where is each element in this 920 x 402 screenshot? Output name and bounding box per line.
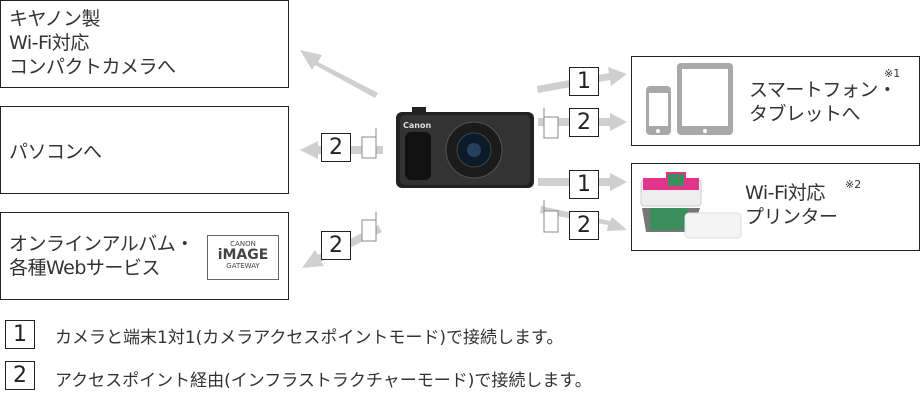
label-line: Wi-Fi対応 xyxy=(745,182,825,204)
pc-label: パソコンへ xyxy=(9,141,102,163)
label-line: オンラインアルバム・ xyxy=(9,233,194,255)
target-box-pc: パソコンへ xyxy=(0,106,289,194)
legend-badge: 2 xyxy=(5,361,35,390)
arrow-to-compact-camera xyxy=(300,50,378,98)
mode-badge: 2 xyxy=(569,108,599,137)
legend-badge: 1 xyxy=(5,320,35,349)
mode-badge: 1 xyxy=(569,67,599,96)
smartphone-tablet-icon xyxy=(646,63,733,135)
target-box-smartphone: スマートフォン・ タブレットへ ※1 xyxy=(631,56,920,146)
label-line: キヤノン製 xyxy=(9,8,100,30)
mode-badge: 2 xyxy=(321,231,351,260)
mode-badge: 1 xyxy=(569,170,599,199)
canon-camera-image: Canon xyxy=(396,107,534,188)
legend-text: カメラと端末1対1(カメラアクセスポイントモード)で接続します。 xyxy=(55,328,564,348)
image-gateway-logo: CANON iMAGE GATEWAY xyxy=(207,235,279,280)
label-line: プリンター xyxy=(745,206,838,228)
label-line: Wi-Fi対応 xyxy=(9,32,89,54)
label-line: コンパクトカメラへ xyxy=(9,56,176,78)
footnote-marker: ※1 xyxy=(884,67,901,80)
label-line: タブレットへ xyxy=(749,103,861,125)
legend-text: アクセスポイント経由(インフラストラクチャーモード)で接続します。 xyxy=(55,371,592,391)
camera-brand-text: Canon xyxy=(403,121,431,130)
printer-icon xyxy=(640,172,742,239)
mode-badge: 2 xyxy=(569,211,599,240)
label-line: スマートフォン・ xyxy=(749,79,897,101)
footnote-marker: ※2 xyxy=(845,178,862,191)
label-line: 各種Webサービス xyxy=(9,257,160,279)
target-box-printer: Wi-Fi対応 プリンター ※2 xyxy=(631,163,920,251)
mode-badge: 2 xyxy=(321,133,351,162)
target-box-compact-camera: キヤノン製 Wi-Fi対応 コンパクトカメラへ xyxy=(0,0,289,88)
access-point-icon xyxy=(361,108,559,242)
target-box-online: オンラインアルバム・ 各種Webサービス CANON iMAGE GATEWAY xyxy=(0,212,289,300)
